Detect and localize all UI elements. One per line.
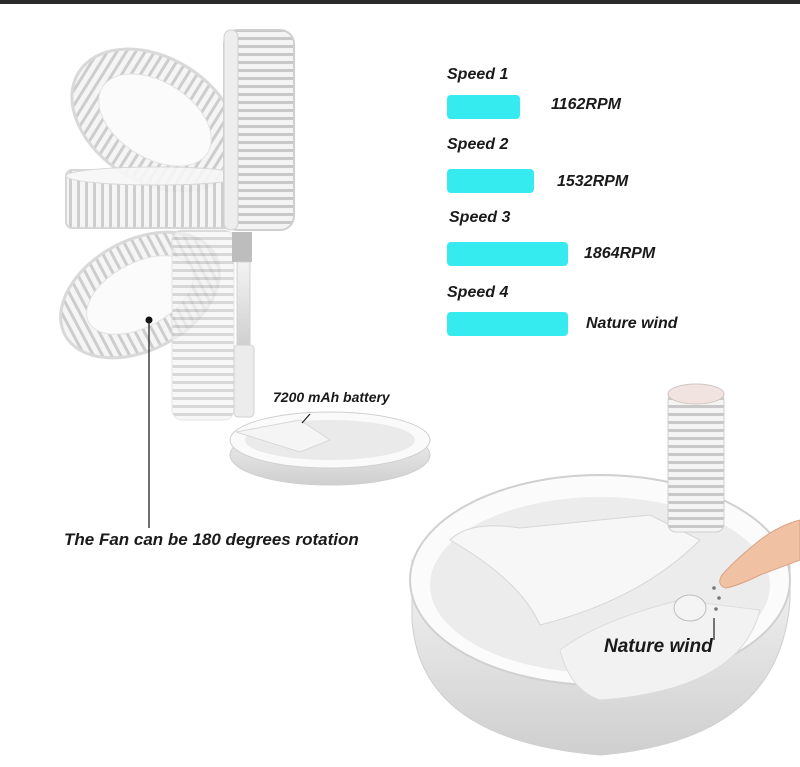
fan-head-horizontal [65,166,247,229]
nature-wind-caption: Nature wind [604,636,713,657]
fan-base [229,411,431,486]
rotation-caption: The Fan can be 180 degrees rotation [64,530,359,549]
speed-4-bar [447,312,568,336]
base-closeup [409,383,791,756]
speed-3-value: 1864RPM [584,245,656,262]
fan-head-upper-left [70,47,240,193]
fan-head-upright [223,29,295,231]
speed-2-value: 1532RPM [557,173,629,190]
speed-4-value: Nature wind [586,315,678,332]
speed-2-title: Speed 2 [447,136,509,153]
battery-caption: 7200 mAh battery [273,389,390,405]
speed-1-title: Speed 1 [447,66,509,83]
fan-head-down [171,229,235,421]
speed-3-title: Speed 3 [449,209,511,226]
speed-1-value: 1162RPM [551,96,621,113]
fan-pole [232,232,255,418]
battery-pointer [301,413,311,424]
finger-image [719,519,800,589]
speed-2-bar [447,169,534,193]
speed-4-title: Speed 4 [447,284,509,301]
speed-1-bar [447,95,520,119]
top-border [0,0,800,4]
speed-3-bar [447,242,568,266]
